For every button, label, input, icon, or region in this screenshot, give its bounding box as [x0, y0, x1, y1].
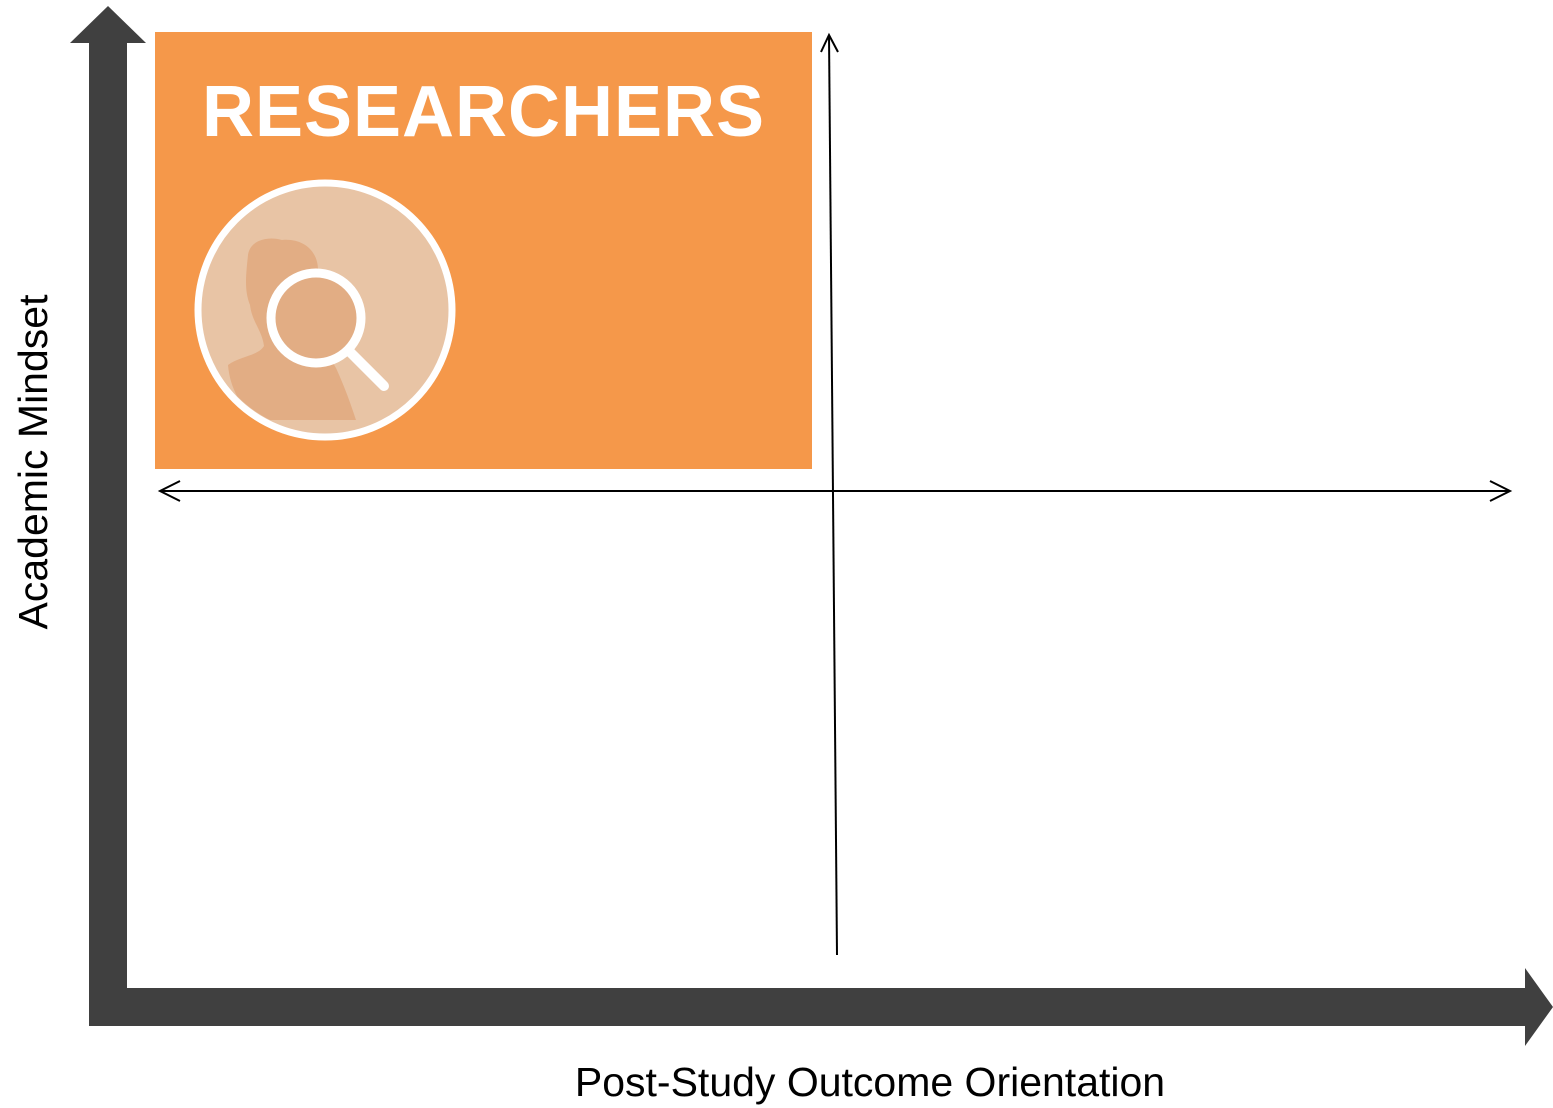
vertical-divider-top-arrowhead	[820, 32, 839, 53]
x-axis-bar	[89, 988, 1529, 1026]
x-axis-label: Post-Study Outcome Orientation	[574, 1059, 1166, 1105]
horizontal-divider-left-arrowhead	[157, 480, 181, 502]
quadrant-dividers	[157, 32, 1513, 956]
vertical-divider	[828, 34, 838, 956]
researchers-label: RESEARCHERS	[201, 72, 766, 152]
horizontal-divider-right-arrowhead	[1489, 480, 1513, 502]
y-axis-arrowhead	[70, 6, 146, 43]
main-axes	[70, 6, 1553, 1046]
researcher-magnifier-icon	[194, 179, 456, 441]
x-axis-arrowhead	[1525, 968, 1553, 1046]
y-axis-label: Academic Mindset	[10, 294, 56, 630]
y-axis-bar	[89, 40, 127, 1026]
